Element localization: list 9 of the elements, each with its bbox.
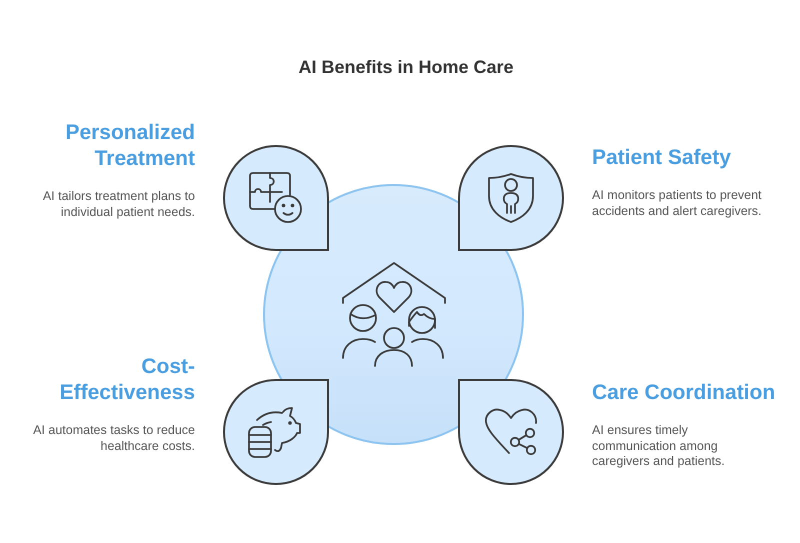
benefit-heading: Personalized Treatment bbox=[65, 120, 195, 172]
benefit-description: AI ensures timely communication among caregivers and patients. bbox=[592, 423, 726, 470]
benefit-description: AI automates tasks to reduce healthcare costs. bbox=[32, 423, 195, 454]
benefit-description: AI monitors patients to prevent accidents and alert caregivers. bbox=[592, 188, 763, 219]
benefit-heading: Cost-Effectiveness bbox=[60, 354, 195, 406]
benefit-heading: Care Coordination bbox=[592, 380, 776, 406]
diagram-title: AI Benefits in Home Care bbox=[298, 56, 514, 79]
benefit-heading: Patient Safety bbox=[592, 145, 731, 171]
benefit-description: AI tailors treatment plans to individual patient needs. bbox=[42, 189, 195, 220]
